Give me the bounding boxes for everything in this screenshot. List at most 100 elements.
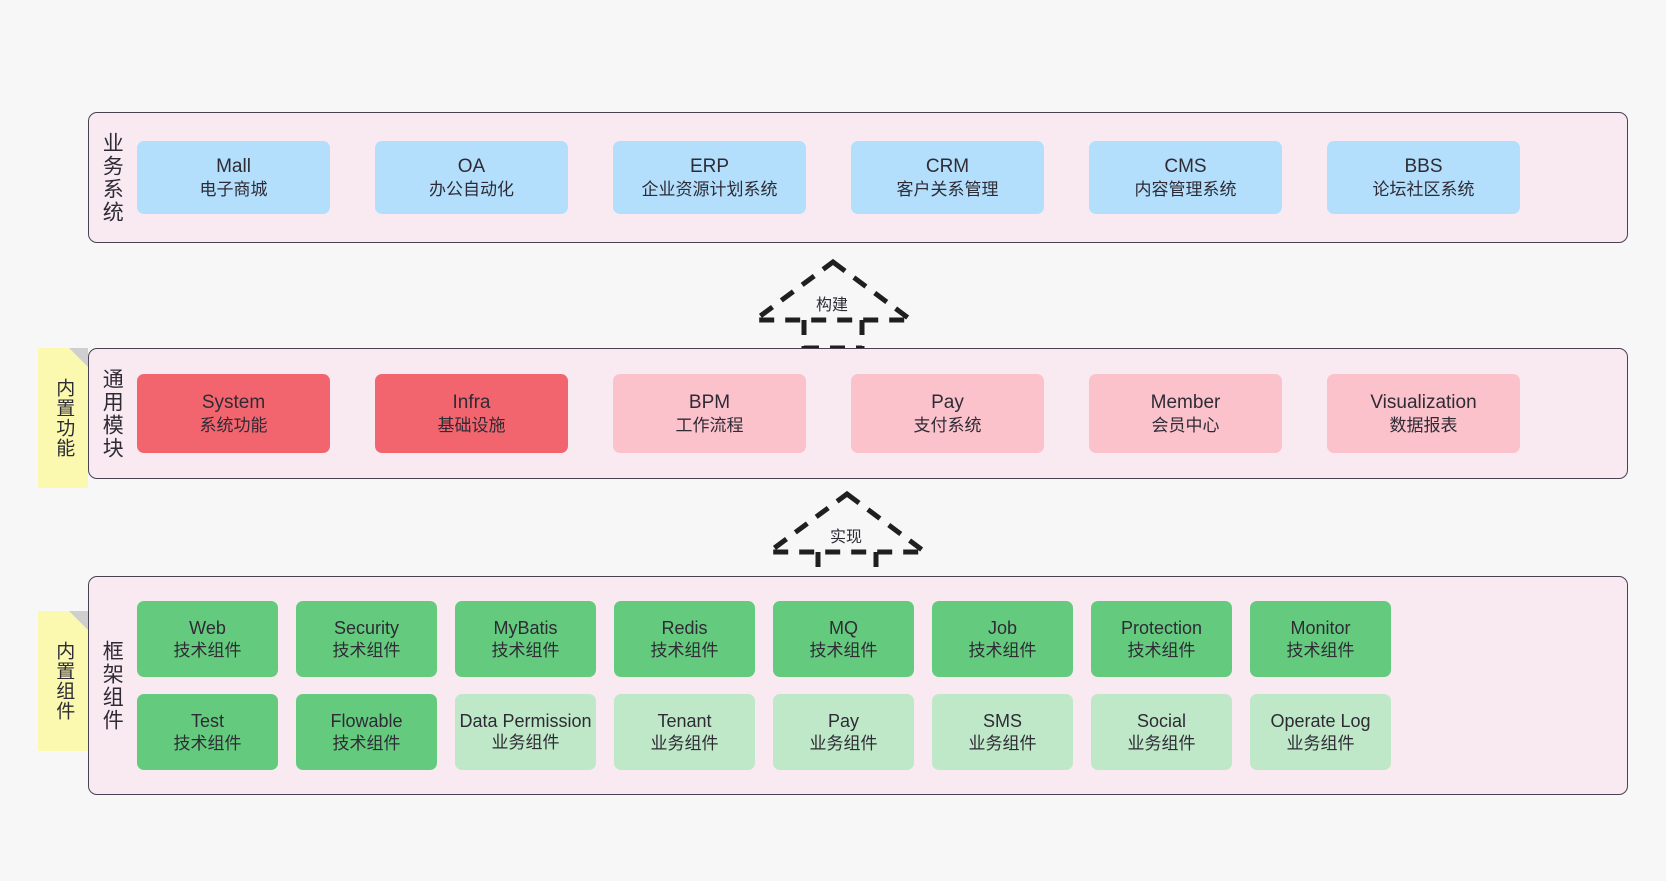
connector-implement-label: 实现 bbox=[830, 529, 863, 546]
card-subtitle: 技术组件 bbox=[1286, 640, 1355, 660]
note-builtin-function-label: 内置功能 bbox=[53, 378, 75, 458]
business-card-oa[interactable]: OA 办公自动化 bbox=[375, 141, 568, 214]
card-subtitle: 业务组件 bbox=[968, 733, 1037, 753]
card-subtitle: 技术组件 bbox=[173, 733, 242, 753]
note-fold-corner-icon bbox=[69, 611, 88, 630]
layer-common-modules-cards: System 系统功能 Infra 基础设施 BPM 工作流程 Pay 支付系统… bbox=[133, 349, 1627, 478]
module-card-bpm[interactable]: BPM 工作流程 bbox=[613, 374, 806, 453]
card-title: SMS bbox=[982, 710, 1022, 731]
layer-common-modules-label: 通用模块 bbox=[100, 367, 124, 460]
framework-card-job[interactable]: Job 技术组件 bbox=[932, 601, 1073, 677]
framework-card-mybatis[interactable]: MyBatis 技术组件 bbox=[455, 601, 596, 677]
framework-card-operate-log[interactable]: Operate Log 业务组件 bbox=[1250, 694, 1391, 770]
card-title: Test bbox=[190, 710, 224, 731]
card-title: MyBatis bbox=[493, 617, 558, 638]
card-subtitle: 客户关系管理 bbox=[896, 179, 999, 199]
card-subtitle: 电子商城 bbox=[199, 179, 268, 199]
module-card-visualization[interactable]: Visualization 数据报表 bbox=[1327, 374, 1520, 453]
generalization-triangle-head bbox=[747, 258, 919, 323]
card-title: Monitor bbox=[1290, 617, 1351, 638]
card-subtitle: 业务组件 bbox=[491, 732, 560, 752]
card-title: OA bbox=[457, 155, 486, 177]
card-subtitle: 工作流程 bbox=[675, 415, 744, 435]
framework-card-tenant[interactable]: Tenant 业务组件 bbox=[614, 694, 755, 770]
card-subtitle: 业务组件 bbox=[650, 733, 719, 753]
layer-framework-components-cards: Web 技术组件 Security 技术组件 MyBatis 技术组件 Redi… bbox=[133, 577, 1627, 794]
note-fold-corner-icon bbox=[69, 348, 88, 367]
card-subtitle: 数据报表 bbox=[1389, 415, 1458, 435]
module-card-infra[interactable]: Infra 基础设施 bbox=[375, 374, 568, 453]
module-card-system[interactable]: System 系统功能 bbox=[137, 374, 330, 453]
card-title: CRM bbox=[925, 155, 970, 177]
card-subtitle: 业务组件 bbox=[1286, 733, 1355, 753]
card-subtitle: 技术组件 bbox=[809, 640, 878, 660]
layer-business-systems-cards: Mall 电子商城 OA 办公自动化 ERP 企业资源计划系统 CRM 客户关系… bbox=[133, 113, 1627, 242]
card-subtitle: 技术组件 bbox=[332, 640, 401, 660]
card-title: Mall bbox=[216, 155, 251, 177]
card-subtitle: 业务组件 bbox=[1127, 733, 1196, 753]
layer-framework-components-label: 框架组件 bbox=[100, 639, 124, 732]
card-title: Security bbox=[333, 617, 400, 638]
framework-card-flowable[interactable]: Flowable 技术组件 bbox=[296, 694, 437, 770]
card-subtitle: 企业资源计划系统 bbox=[641, 179, 778, 199]
framework-card-social[interactable]: Social 业务组件 bbox=[1091, 694, 1232, 770]
business-card-mall[interactable]: Mall 电子商城 bbox=[137, 141, 330, 214]
business-card-erp[interactable]: ERP 企业资源计划系统 bbox=[613, 141, 806, 214]
card-subtitle: 基础设施 bbox=[437, 415, 506, 435]
card-title: Job bbox=[987, 617, 1018, 638]
module-card-pay[interactable]: Pay 支付系统 bbox=[851, 374, 1044, 453]
business-card-crm[interactable]: CRM 客户关系管理 bbox=[851, 141, 1044, 214]
card-title: Protection bbox=[1120, 617, 1203, 638]
note-builtin-function: 内置功能 bbox=[38, 348, 88, 488]
card-subtitle: 内容管理系统 bbox=[1134, 179, 1237, 199]
module-card-member[interactable]: Member 会员中心 bbox=[1089, 374, 1282, 453]
generalization-triangle-head bbox=[761, 490, 933, 555]
card-title: Visualization bbox=[1370, 391, 1477, 413]
card-subtitle: 支付系统 bbox=[913, 415, 982, 435]
card-subtitle: 业务组件 bbox=[809, 733, 878, 753]
framework-card-protection[interactable]: Protection 技术组件 bbox=[1091, 601, 1232, 677]
card-title: Infra bbox=[452, 391, 491, 413]
card-title: Data Permission bbox=[459, 711, 592, 732]
card-subtitle: 会员中心 bbox=[1151, 415, 1220, 435]
card-subtitle: 系统功能 bbox=[199, 415, 268, 435]
card-subtitle: 技术组件 bbox=[491, 640, 560, 660]
framework-card-monitor[interactable]: Monitor 技术组件 bbox=[1250, 601, 1391, 677]
card-subtitle: 技术组件 bbox=[1127, 640, 1196, 660]
card-title: Web bbox=[189, 617, 226, 638]
connector-build-arrow: 构建 bbox=[747, 258, 919, 351]
framework-card-data-permission[interactable]: Data Permission 业务组件 bbox=[455, 694, 596, 770]
layer-business-systems-label: 业务系统 bbox=[100, 131, 124, 224]
card-title: Pay bbox=[827, 710, 860, 731]
card-title: BPM bbox=[688, 391, 731, 413]
business-card-bbs[interactable]: BBS 论坛社区系统 bbox=[1327, 141, 1520, 214]
card-title: System bbox=[201, 391, 266, 413]
card-title: BBS bbox=[1404, 155, 1443, 177]
card-subtitle: 技术组件 bbox=[650, 640, 719, 660]
framework-card-pay[interactable]: Pay 业务组件 bbox=[773, 694, 914, 770]
framework-card-mq[interactable]: MQ 技术组件 bbox=[773, 601, 914, 677]
framework-card-redis[interactable]: Redis 技术组件 bbox=[614, 601, 755, 677]
card-title: Flowable bbox=[330, 710, 403, 731]
card-title: MQ bbox=[829, 617, 858, 638]
card-subtitle: 论坛社区系统 bbox=[1372, 179, 1475, 199]
layer-business-systems: 业务系统 Mall 电子商城 OA 办公自动化 ERP 企业资源计划系统 CRM… bbox=[88, 112, 1628, 243]
framework-card-sms[interactable]: SMS 业务组件 bbox=[932, 694, 1073, 770]
framework-card-test[interactable]: Test 技术组件 bbox=[137, 694, 278, 770]
connector-implement-arrow: 实现 bbox=[761, 490, 933, 583]
layer-common-modules: 通用模块 System 系统功能 Infra 基础设施 BPM 工作流程 Pay… bbox=[88, 348, 1628, 479]
framework-card-security[interactable]: Security 技术组件 bbox=[296, 601, 437, 677]
note-builtin-component-label: 内置组件 bbox=[53, 641, 75, 721]
layer-framework-components: 框架组件 Web 技术组件 Security 技术组件 MyBatis 技术组件… bbox=[88, 576, 1628, 795]
card-title: Operate Log bbox=[1270, 710, 1371, 731]
card-title: Redis bbox=[661, 617, 708, 638]
connector-build-label: 构建 bbox=[816, 297, 849, 314]
card-title: CMS bbox=[1164, 155, 1207, 177]
card-subtitle: 办公自动化 bbox=[429, 179, 514, 199]
note-builtin-component: 内置组件 bbox=[38, 611, 88, 751]
card-subtitle: 技术组件 bbox=[173, 640, 242, 660]
framework-card-web[interactable]: Web 技术组件 bbox=[137, 601, 278, 677]
business-card-cms[interactable]: CMS 内容管理系统 bbox=[1089, 141, 1282, 214]
card-subtitle: 技术组件 bbox=[332, 733, 401, 753]
